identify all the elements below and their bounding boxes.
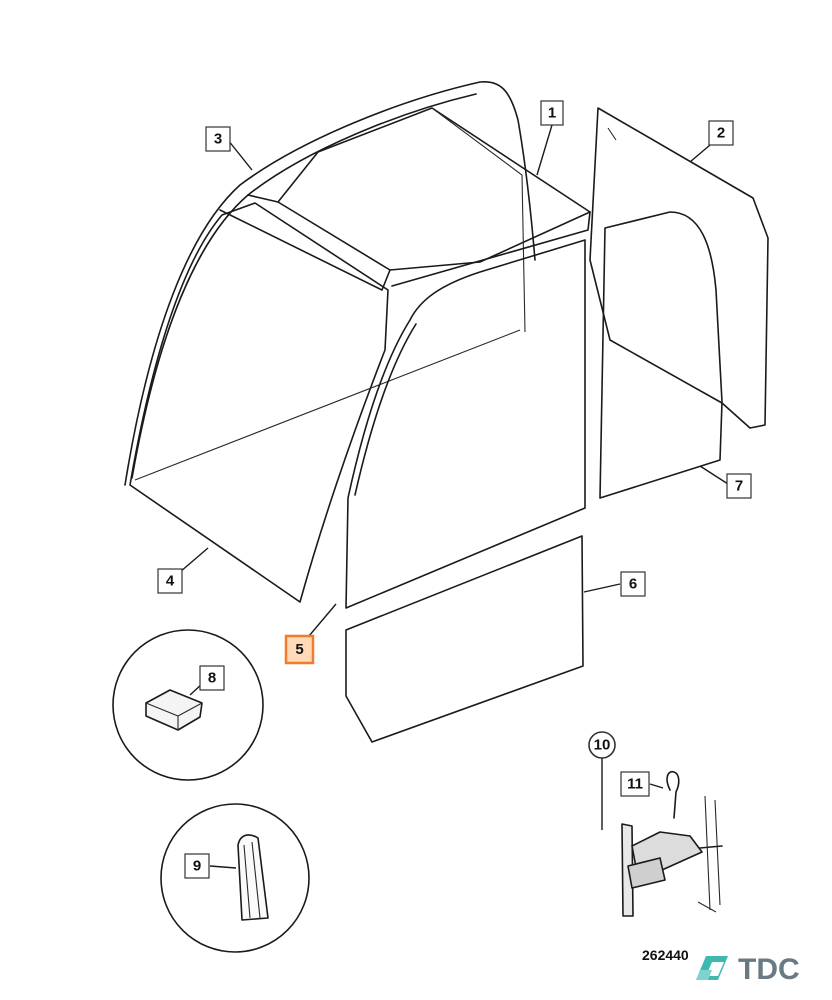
rear-panel [589,107,769,429]
leader-2 [689,144,711,163]
callout-10-label: 10 [594,737,611,754]
inset-part-9 [160,803,310,953]
callout-8-label: 8 [208,670,216,687]
leader-1 [536,124,553,176]
callout-5-label: 5 [295,641,303,658]
callout-11[interactable]: 11 [620,771,650,797]
callout-9-label: 9 [193,858,201,875]
door-lower-glass [345,535,584,743]
callout-4-label: 4 [166,573,175,590]
right-side-glass [599,211,723,499]
callout-2[interactable]: 2 [708,120,734,146]
callout-2-label: 2 [717,125,725,142]
door-upper-glass [345,239,586,609]
roof-glass [277,107,591,333]
leader-4 [179,547,209,573]
tdc-logo-mark-icon [696,956,728,980]
callout-6-label: 6 [629,576,637,593]
reference-number: 262440 [642,947,689,963]
leader-lines [179,124,729,637]
callout-4[interactable]: 4 [157,568,183,594]
callout-7-label: 7 [735,478,743,495]
callout-7[interactable]: 7 [726,473,752,499]
callout-9[interactable]: 9 [184,853,210,879]
leader-7 [699,465,729,485]
callout-6[interactable]: 6 [620,571,646,597]
tdc-logo: TDC [696,953,800,986]
hinge-assembly [601,758,723,917]
callout-8[interactable]: 8 [199,665,225,691]
callout-5-highlighted[interactable]: 5 [284,634,315,665]
leader-6 [583,583,621,593]
inset-part-8 [112,629,264,781]
cab-frame [124,80,591,486]
leader-5 [308,603,337,637]
left-side-glass [129,202,521,603]
leader-3 [227,139,253,171]
callout-1-label: 1 [548,105,556,122]
callout-3[interactable]: 3 [205,126,231,152]
callout-1[interactable]: 1 [540,100,564,126]
callout-10[interactable]: 10 [588,731,616,759]
callout-3-label: 3 [214,131,222,148]
callout-11-label: 11 [627,776,643,793]
tdc-logo-text: TDC [738,953,800,986]
